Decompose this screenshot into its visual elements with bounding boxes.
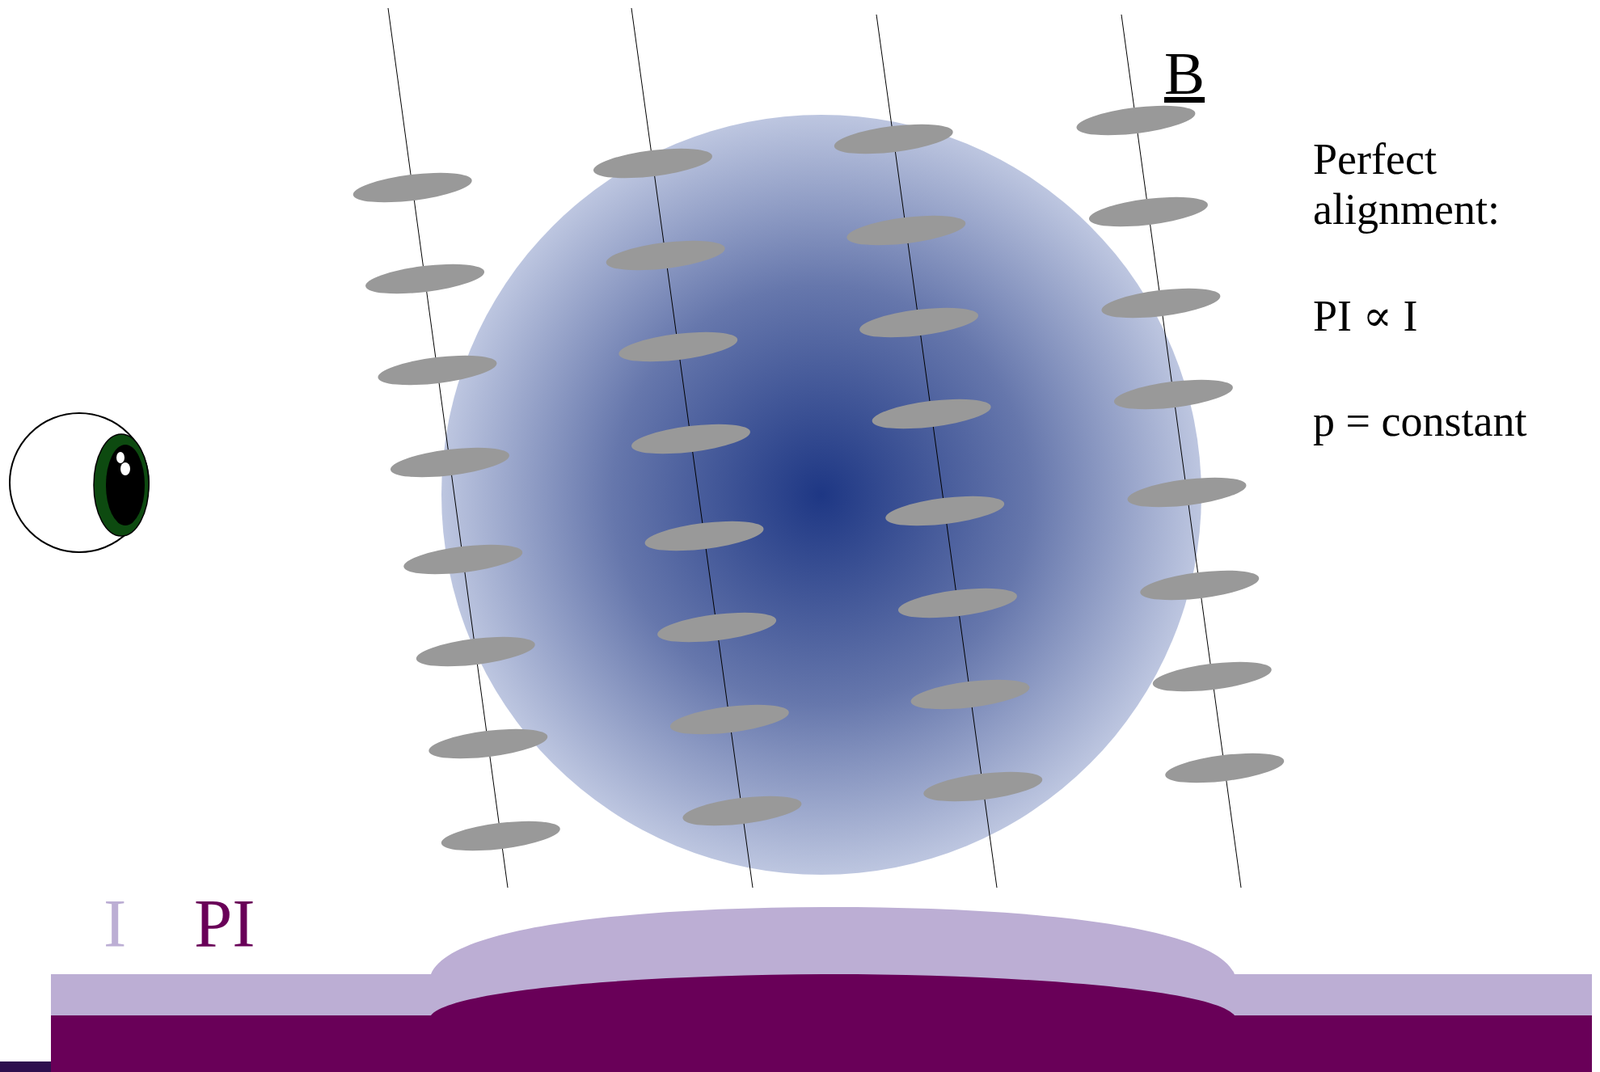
intensity-label-box: I: [103, 884, 127, 964]
dust-grain: [668, 699, 791, 740]
dust-grain: [921, 766, 1044, 807]
dust-grain: [414, 631, 537, 672]
field-line-group: [351, 8, 562, 888]
dust-grain: [655, 607, 778, 648]
bottom-strip: [0, 1061, 51, 1072]
field-line-group: [832, 14, 1044, 888]
dust-grain: [1100, 282, 1223, 324]
dust-grain: [1126, 472, 1249, 513]
eye-ball: [9, 413, 149, 553]
polarized-intensity-label-box: PI: [194, 884, 256, 964]
dust-grain: [1163, 747, 1286, 789]
note-text: PI ∝ I: [1312, 291, 1419, 342]
dust-grain: [681, 790, 804, 832]
intensity-label: I: [103, 884, 127, 964]
field-line-group: [1075, 14, 1287, 888]
field-vector-label-box: B: [1164, 38, 1205, 109]
dust-grain: [388, 442, 511, 483]
note-text-box: p = constant: [1312, 396, 1527, 447]
dust-grain: [376, 350, 499, 391]
dust-grain: [1138, 565, 1261, 606]
dust-grain: [591, 143, 714, 184]
field-line-group: [591, 8, 803, 888]
dust-grain: [832, 118, 955, 160]
eye-highlight: [116, 451, 125, 464]
field-lines: [351, 8, 1286, 888]
dust-grain: [1112, 374, 1235, 415]
eye-iris: [93, 434, 149, 537]
cloud-sphere: [441, 114, 1202, 875]
note-text-box: PI ∝ I: [1312, 291, 1419, 342]
eye-pupil: [105, 444, 145, 526]
polarized-intensity-profile: [50, 974, 1592, 1072]
intensity-profile: [50, 907, 1592, 1072]
dust-grain: [1151, 656, 1274, 697]
dust-grain: [896, 582, 1019, 624]
dust-grain: [401, 539, 524, 580]
note-text: p = constant: [1312, 396, 1527, 447]
dust-grain: [351, 167, 474, 208]
dust-grain: [616, 326, 739, 368]
dust-grain: [870, 393, 993, 435]
note-text-box: Perfect alignment:: [1312, 134, 1572, 235]
dust-grain: [857, 302, 980, 343]
dust-grain: [1087, 191, 1210, 233]
eye-highlight: [120, 462, 131, 476]
dust-grain: [426, 723, 549, 765]
dust-grain: [909, 674, 1032, 715]
dust-grain: [439, 815, 562, 857]
field-vector-label: B: [1164, 38, 1205, 109]
dust-grain: [883, 490, 1006, 532]
dust-grain: [604, 235, 727, 276]
dust-grain: [363, 258, 486, 300]
dust-grain: [844, 210, 967, 251]
dust-grain: [643, 515, 766, 557]
note-text: Perfect alignment:: [1312, 134, 1572, 235]
polarized-intensity-label: PI: [194, 884, 256, 964]
dust-grain: [629, 418, 752, 460]
observer-eye: [9, 413, 149, 553]
